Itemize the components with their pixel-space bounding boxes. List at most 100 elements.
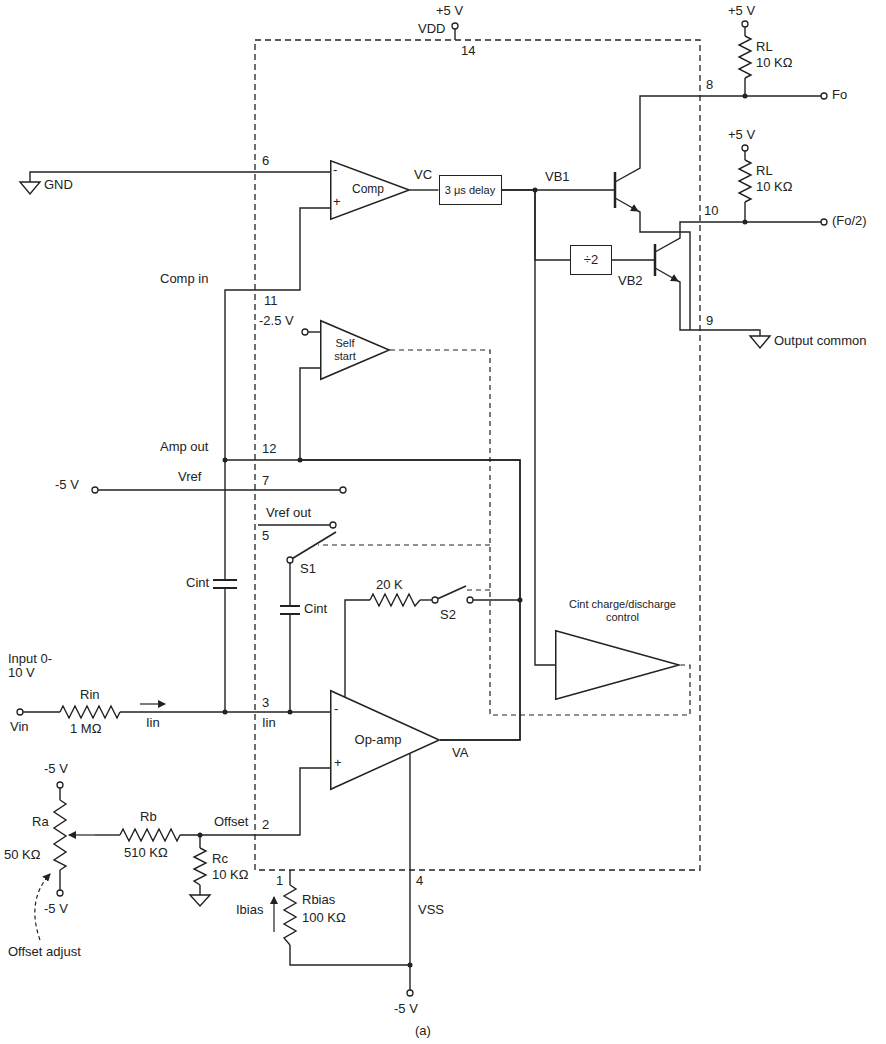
wire [98, 489, 340, 490]
wire [345, 600, 370, 712]
resistor-symbol [194, 848, 206, 885]
wire [535, 189, 615, 190]
pin-number: 4 [416, 874, 423, 888]
switch-symbol [290, 532, 466, 600]
figure-caption: (a) [415, 1024, 431, 1038]
self-start-amplifier: Self start [320, 320, 390, 380]
circuit-label: +5 V [728, 4, 755, 18]
input-polarity-sign: - [333, 163, 337, 177]
circuit-label: VB1 [545, 170, 570, 184]
wire [678, 281, 760, 336]
input-polarity-sign: + [334, 756, 342, 770]
resistor-symbol [739, 160, 751, 202]
transistor-symbol [615, 172, 678, 281]
charge-control-amplifier: Cint charge/discharge control [555, 598, 690, 700]
circuit-label: (Fo/2) [832, 214, 867, 228]
circuit-label: 1 MΩ [70, 722, 101, 736]
resistor-symbol [739, 36, 751, 78]
text-holder: Self start [325, 320, 365, 380]
terminal [452, 23, 458, 29]
capacitor-symbol [280, 613, 300, 615]
junction-dot [743, 94, 748, 99]
circuit-label: Fo [832, 88, 847, 102]
wire [745, 95, 821, 96]
terminal [467, 597, 473, 603]
circuit-label: VB2 [618, 274, 643, 288]
capacitor-symbol [213, 579, 237, 581]
terminal [17, 21, 827, 996]
current-arrow [273, 897, 274, 932]
circuit-label: 50 KΩ [4, 848, 40, 862]
resistor-symbol [60, 706, 120, 718]
circuit-label: Rin [80, 688, 100, 702]
terminal [287, 557, 293, 563]
comparator-symbol: Comp [330, 160, 410, 220]
terminal [432, 597, 438, 603]
circuit-label: VC [414, 168, 432, 182]
triangle-outline [331, 161, 410, 220]
wire [224, 460, 225, 580]
circuit-label: Amp out [160, 440, 208, 454]
text-holder: Op-amp [348, 690, 408, 790]
node-text: Cint charge/discharge control [555, 598, 690, 623]
wire [23, 711, 60, 712]
circuit-label: +5 V [728, 128, 755, 142]
ground-symbol [190, 895, 210, 906]
circuit-label: Ibias [236, 903, 263, 917]
circuit-label: RL [756, 164, 773, 178]
wire [300, 368, 520, 740]
switch-symbol [290, 532, 336, 560]
node-text: Self start [325, 337, 365, 362]
wire [23, 27, 821, 990]
wire [199, 885, 200, 895]
wire [409, 754, 410, 990]
circuit-label: Cint [304, 602, 327, 616]
wire [224, 588, 225, 712]
pin-number: 7 [262, 474, 269, 488]
junction-dot [198, 94, 748, 968]
circuit-label: VSS [418, 903, 444, 917]
junction-dot [223, 710, 228, 715]
capacitor-symbol [280, 605, 300, 607]
control-line [463, 589, 490, 590]
terminal [17, 709, 23, 715]
circuit-label: GND [44, 178, 73, 192]
circuit-label: 20 K [376, 578, 403, 592]
circuit-label: 10 KΩ [756, 180, 792, 194]
circuit-label: 510 KΩ [124, 846, 168, 860]
circuit-label: Vref [178, 470, 201, 484]
current-arrow [35, 704, 274, 940]
circuit-label: Offset [214, 815, 248, 829]
circuit-label: S2 [440, 608, 456, 622]
text-holder: Comp [344, 160, 392, 220]
circuit-label: RL [756, 40, 773, 54]
wire [308, 331, 320, 332]
control-line [318, 544, 490, 545]
pin-number: 1 [276, 874, 283, 888]
input-polarity-sign: + [333, 195, 341, 209]
pin-number: 10 [704, 204, 718, 218]
circuit-label: 100 KΩ [302, 911, 346, 925]
pin-number: 11 [264, 294, 278, 308]
wire [655, 222, 745, 252]
wire [744, 78, 745, 96]
terminal [302, 329, 308, 335]
wire [502, 190, 556, 665]
circuit-label: Vin [10, 720, 29, 734]
wire [59, 788, 60, 800]
junction-dot [408, 963, 413, 968]
op-amp-symbol: Op-amp [330, 690, 440, 790]
circuit-label: S1 [300, 562, 316, 576]
wire [225, 208, 520, 740]
wire [95, 834, 120, 835]
circuit-label: -5 V [55, 478, 79, 492]
wire [289, 563, 290, 606]
transistor-symbol [655, 268, 678, 281]
input-polarity-sign: - [334, 702, 338, 716]
junction-dot [288, 710, 293, 715]
terminal [92, 487, 98, 493]
triangle-outline [331, 691, 440, 790]
wire [289, 870, 290, 885]
